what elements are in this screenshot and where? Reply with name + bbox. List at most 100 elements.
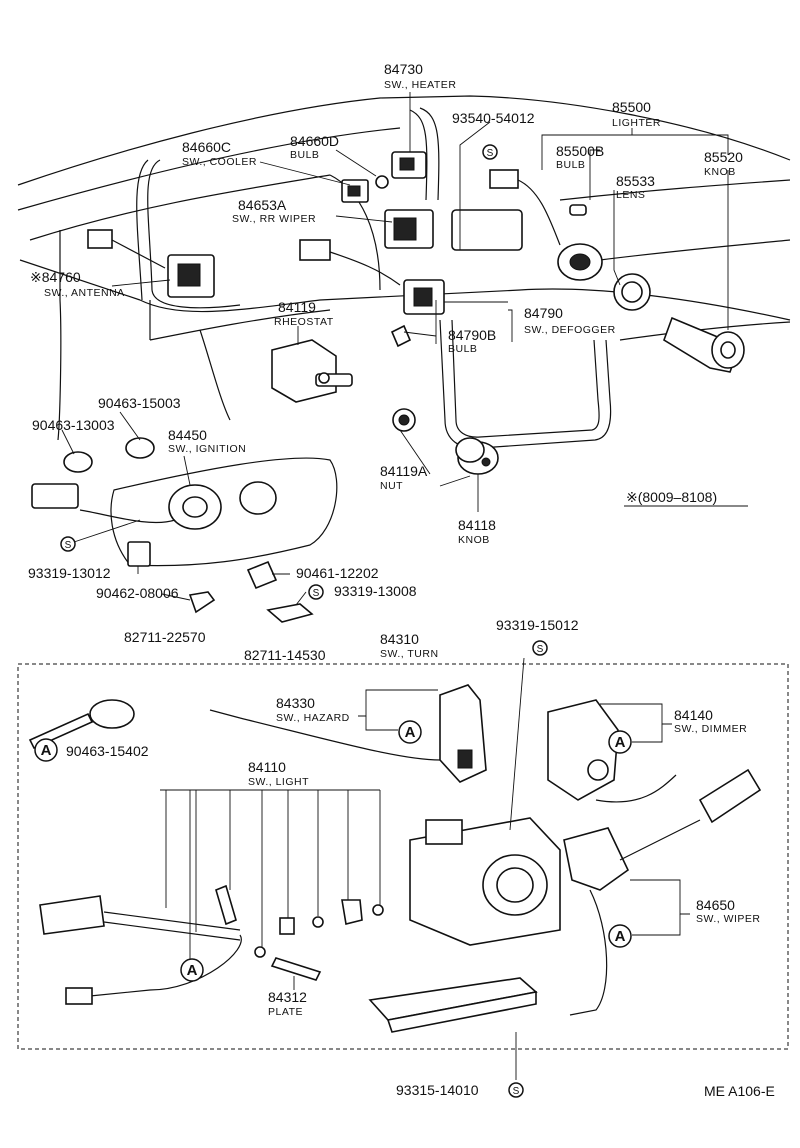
label-82711-14530: 82711-14530: [244, 647, 326, 663]
callout-a-hazard: A: [398, 720, 422, 744]
label-date-range: ※(8009–8108): [626, 489, 717, 505]
svg-text:84140: 84140: [674, 707, 713, 723]
svg-text:BULB: BULB: [290, 149, 319, 161]
lighter-knob-part: [663, 316, 745, 373]
svg-text:85520: 85520: [704, 149, 743, 165]
svg-text:S: S: [513, 1086, 520, 1097]
svg-text:SW., HAZARD: SW., HAZARD: [276, 712, 350, 724]
label-84310: 84310 SW., TURN: [380, 631, 438, 660]
svg-text:93315-14010: 93315-14010: [396, 1082, 479, 1098]
label-84110: 84110 SW., LIGHT: [248, 759, 309, 788]
svg-text:84730: 84730: [384, 61, 423, 77]
lighter-bulb-part: [569, 204, 587, 216]
svg-text:S: S: [487, 148, 494, 159]
svg-text:RHEOSTAT: RHEOSTAT: [274, 316, 334, 328]
svg-text:84110: 84110: [248, 759, 286, 775]
bulb-part: [375, 175, 389, 189]
svg-text:84790B: 84790B: [448, 327, 496, 343]
label-84653A: 84653A SW., RR WIPER: [232, 197, 316, 225]
svg-text:90463-15003: 90463-15003: [98, 395, 181, 411]
lens-part: [613, 273, 651, 311]
svg-text:84790: 84790: [524, 305, 563, 321]
svg-text:84660C: 84660C: [182, 139, 231, 155]
svg-text:SW., DIMMER: SW., DIMMER: [674, 723, 747, 735]
label-93319-13008: 93319-13008: [334, 583, 417, 599]
antenna-switch-part: [87, 229, 215, 298]
svg-text:84330: 84330: [276, 695, 315, 711]
svg-text:PLATE: PLATE: [268, 1006, 303, 1018]
label-84140: 84140 SW., DIMMER: [674, 707, 747, 735]
svg-text:A: A: [41, 742, 52, 759]
label-90461-12202: 90461-12202: [296, 565, 379, 581]
label-85500B: 85500B BULB: [556, 143, 604, 171]
svg-text:SW., WIPER: SW., WIPER: [696, 913, 761, 925]
svg-text:A: A: [405, 724, 416, 741]
svg-text:※(8009–8108): ※(8009–8108): [626, 489, 717, 505]
page-code: ME A106-E: [704, 1083, 775, 1099]
dashboard-outline: [17, 95, 791, 449]
rheostat-part: [271, 339, 353, 403]
svg-text:A: A: [187, 962, 198, 979]
callout-a-clamp: A: [34, 738, 58, 762]
label-93319-15012: 93319-15012: [496, 617, 579, 633]
wiper-switch-part: [563, 768, 762, 1016]
svg-text:84450: 84450: [168, 427, 207, 443]
svg-text:SW., IGNITION: SW., IGNITION: [168, 443, 246, 455]
label-90463-15003: 90463-15003: [98, 395, 181, 411]
svg-text:85533: 85533: [616, 173, 655, 189]
svg-text:※84760: ※84760: [30, 269, 81, 285]
svg-text:84119: 84119: [278, 299, 316, 315]
svg-text:A: A: [615, 734, 626, 751]
svg-text:SW., HEATER: SW., HEATER: [384, 79, 456, 91]
svg-text:90462-08006: 90462-08006: [96, 585, 179, 601]
label-84450: 84450 SW., IGNITION: [168, 427, 246, 455]
svg-text:84660D: 84660D: [290, 133, 339, 149]
callout-a-dimmer: A: [608, 730, 632, 754]
label-85500: 85500 LIGHTER: [612, 99, 661, 129]
label-90463-15402: 90463-15402: [66, 743, 149, 759]
rheostat-knob-part: [455, 437, 499, 475]
callout-s-93315-14010: S: [508, 1082, 524, 1098]
svg-text:93319-13008: 93319-13008: [334, 583, 417, 599]
connector-block-part: [368, 977, 538, 1033]
label-93319-13012: 93319-13012: [28, 565, 111, 581]
svg-text:BULB: BULB: [448, 343, 477, 355]
label-84650: 84650 SW., WIPER: [696, 897, 761, 925]
svg-text:84119A: 84119A: [380, 463, 428, 479]
svg-text:84312: 84312: [268, 989, 307, 1005]
label-84119A: 84119A NUT: [380, 463, 428, 492]
svg-text:84118: 84118: [458, 517, 496, 533]
svg-text:LIGHTER: LIGHTER: [612, 117, 661, 129]
callout-a-wiper: A: [608, 924, 632, 948]
label-84790: 84790 SW., DEFOGGER: [524, 305, 616, 336]
svg-text:93540-54012: 93540-54012: [452, 110, 535, 126]
svg-text:A: A: [615, 928, 626, 945]
label-84790B: 84790B BULB: [448, 327, 496, 355]
svg-text:SW., DEFOGGER: SW., DEFOGGER: [524, 324, 616, 336]
svg-text:NUT: NUT: [380, 480, 403, 492]
label-84312: 84312 PLATE: [268, 989, 307, 1018]
hazard-switch-part: [209, 684, 487, 783]
svg-text:84653A: 84653A: [238, 197, 287, 213]
turn-switch-group-box: [17, 663, 789, 1050]
label-84330: 84330 SW., HAZARD: [276, 695, 350, 724]
heater-switch-part: [391, 151, 427, 179]
svg-text:SW., LIGHT: SW., LIGHT: [248, 776, 309, 788]
label-84119: 84119 RHEOSTAT: [274, 299, 334, 328]
svg-text:90463-15402: 90463-15402: [66, 743, 149, 759]
callout-s-93319-13012: S: [60, 536, 76, 552]
label-90463-13003: 90463-13003: [32, 417, 115, 433]
svg-text:85500: 85500: [612, 99, 651, 115]
label-84760: ※84760 SW., ANTENNA: [30, 269, 125, 299]
label-82711-22570: 82711-22570: [124, 629, 206, 645]
svg-text:SW., ANTENNA: SW., ANTENNA: [44, 287, 125, 299]
svg-text:BULB: BULB: [556, 159, 585, 171]
dimmer-switch-part: [547, 699, 677, 803]
clamp-parts: [63, 437, 314, 623]
svg-text:82711-14530: 82711-14530: [244, 647, 326, 663]
label-93315-14010: 93315-14010: [396, 1082, 479, 1098]
svg-text:84310: 84310: [380, 631, 419, 647]
svg-text:SW., COOLER: SW., COOLER: [182, 156, 257, 168]
svg-text:S: S: [65, 540, 72, 551]
svg-text:ME A106-E: ME A106-E: [704, 1083, 775, 1099]
